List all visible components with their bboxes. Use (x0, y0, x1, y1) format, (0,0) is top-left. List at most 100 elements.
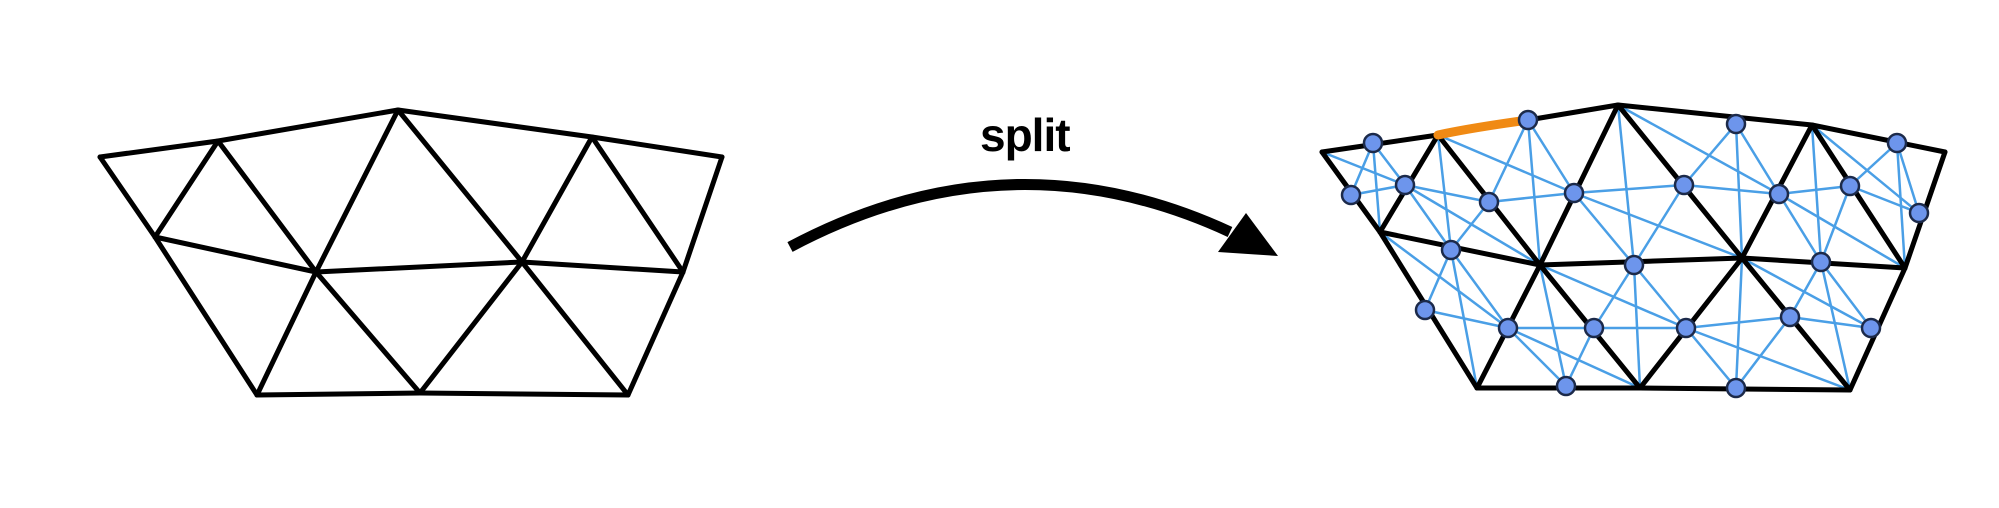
split-edge (1572, 191, 1744, 260)
new-vertices (1340, 109, 1930, 399)
split-edge (1740, 256, 1873, 330)
split-arrow (787, 179, 1278, 256)
new-vertex (1886, 132, 1908, 154)
split-edge (1616, 103, 1781, 196)
new-vertex (1839, 175, 1861, 197)
split-edge (1526, 118, 1542, 267)
mesh-edge (254, 390, 423, 398)
split-edge (1506, 326, 1568, 388)
split-edge (1777, 192, 1907, 270)
new-vertex (1497, 317, 1519, 339)
split-edge (1895, 141, 1921, 215)
split-edge (1403, 183, 1453, 252)
mesh-edge (254, 269, 319, 398)
mesh-edge (395, 107, 595, 140)
mesh-edge (1615, 102, 1815, 128)
mesh-edge (417, 390, 631, 398)
new-vertex (1340, 184, 1362, 206)
highlighted-split-edge (1433, 115, 1533, 140)
split-edge (1788, 315, 1873, 330)
mesh-edge (97, 138, 221, 160)
split-edge (1777, 192, 1823, 264)
split-edge (1819, 260, 1873, 330)
mesh-edge (152, 234, 260, 398)
highlighted-edge (1433, 115, 1533, 140)
split-edge (1436, 133, 1453, 252)
split-edge (1371, 141, 1382, 234)
mesh-edge (313, 269, 423, 396)
new-vertex (1414, 299, 1436, 321)
split-mesh (1319, 102, 1948, 399)
new-vertex (1779, 306, 1801, 328)
split-edge (1810, 123, 1921, 215)
split-edge (1632, 263, 1688, 330)
new-vertex (1394, 174, 1416, 196)
new-vertex (1725, 113, 1747, 135)
split-edge (1682, 183, 1781, 196)
split-edge (1487, 118, 1530, 204)
split-edge (1684, 326, 1852, 392)
new-vertex (1555, 375, 1577, 397)
new-vertex (1810, 251, 1832, 273)
new-vertex (1478, 191, 1500, 213)
new-vertex (1768, 183, 1790, 205)
new-vertex (1675, 317, 1697, 339)
new-vertex (1583, 317, 1605, 339)
split-edge (1564, 326, 1596, 388)
new-vertex (1440, 239, 1462, 261)
mesh-edge (589, 134, 725, 160)
mesh-edge (589, 134, 686, 275)
new-vertex (1623, 254, 1645, 276)
mesh-edge (417, 259, 525, 396)
split-edge (1684, 326, 1738, 390)
split-edge (1734, 256, 1744, 390)
mesh-edge (313, 259, 525, 275)
mesh-edge (215, 138, 319, 275)
split-edge (1734, 315, 1792, 390)
mesh-edge (395, 107, 525, 265)
split-edge (1734, 122, 1781, 196)
mesh-edge (680, 154, 725, 275)
mesh-edge (152, 138, 221, 240)
mesh-edge (1809, 122, 1948, 155)
split-edge (1538, 263, 1568, 388)
split-edge (1506, 326, 1642, 390)
new-vertex (1517, 109, 1539, 131)
original-mesh (97, 107, 725, 398)
split-edge (1423, 248, 1453, 312)
split-edge (1449, 248, 1510, 330)
split-edge (1632, 263, 1642, 390)
split-edge (1777, 184, 1852, 196)
new-vertex (1362, 132, 1384, 154)
split-edge (1572, 183, 1686, 195)
split-edge (1616, 103, 1636, 267)
new-vertex (1908, 202, 1930, 224)
split-edge (1538, 263, 1688, 330)
split-edge (1848, 184, 1921, 215)
split-edge (1895, 141, 1907, 270)
mesh-edge (519, 134, 595, 265)
mesh-edge (215, 107, 401, 144)
split-edge (1436, 133, 1576, 195)
split-edge (1526, 118, 1576, 195)
new-vertex (1673, 174, 1695, 196)
mesh-edge (313, 107, 401, 275)
split-edge (1788, 260, 1823, 319)
split-edge (1449, 248, 1479, 390)
split-edge (1819, 184, 1852, 264)
new-vertex (1725, 377, 1747, 399)
split-edge (1734, 122, 1744, 260)
split-edge (1810, 123, 1823, 264)
mesh-edge (152, 234, 319, 275)
mesh-edge (1809, 122, 1908, 271)
split-edge (1403, 183, 1491, 204)
curved-arrow-icon (787, 179, 1233, 252)
mesh-edge (625, 269, 686, 398)
split-edge (1403, 183, 1542, 267)
split-label: split (980, 109, 1071, 161)
new-vertex (1860, 317, 1882, 339)
new-vertex (1563, 182, 1585, 204)
split-edge (1848, 141, 1899, 188)
